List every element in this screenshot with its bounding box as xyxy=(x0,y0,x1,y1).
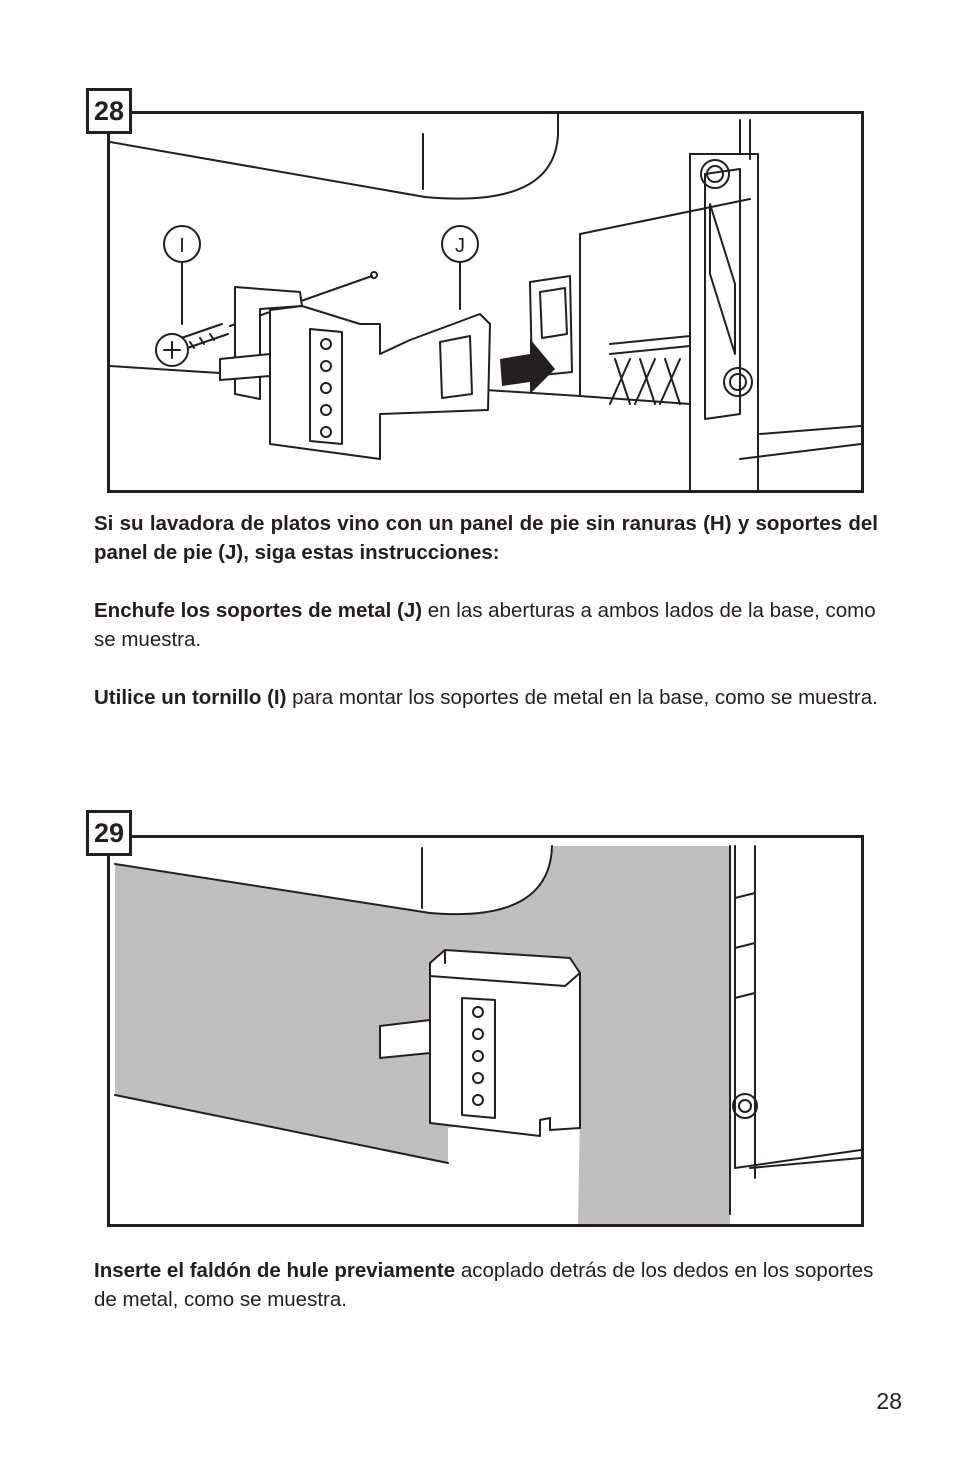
step-screw-rest: para montar los soportes de metal en la … xyxy=(286,686,878,709)
bracket-insertion-drawing: I J xyxy=(110,114,861,490)
figure-28-illustration: I J xyxy=(107,111,864,493)
page-number: 28 xyxy=(876,1388,902,1414)
step-plug-brackets-rest: en las aberturas a ambos lados de la bas… xyxy=(94,599,876,651)
step-plug-brackets-bold: Enchufe los soportes de metal (J) xyxy=(94,599,423,622)
step-screw: Utilice un tornillo (I) para montar los … xyxy=(94,683,878,712)
figure-29-number: 29 xyxy=(86,810,132,856)
step-insert-skirt-bold: Inserte el faldón de hule previamente xyxy=(94,1259,456,1282)
figure-28-number: 28 xyxy=(86,88,132,134)
toe-panel-drawing xyxy=(114,845,861,1224)
step-insert-skirt: Inserte el faldón de hule previamente ac… xyxy=(94,1256,878,1314)
step-screw-bold: Utilice un tornillo (I) xyxy=(94,686,287,709)
callout-i: I xyxy=(179,235,185,257)
step-plug-brackets: Enchufe los soportes de metal (J) en las… xyxy=(94,596,878,654)
callout-j: J xyxy=(455,235,465,257)
step-insert-skirt-rest: acoplado detrás de los dedos en los sopo… xyxy=(94,1259,874,1311)
figure-29-illustration xyxy=(107,835,864,1227)
intro-text: Si su lavadora de platos vino con un pan… xyxy=(94,512,878,564)
